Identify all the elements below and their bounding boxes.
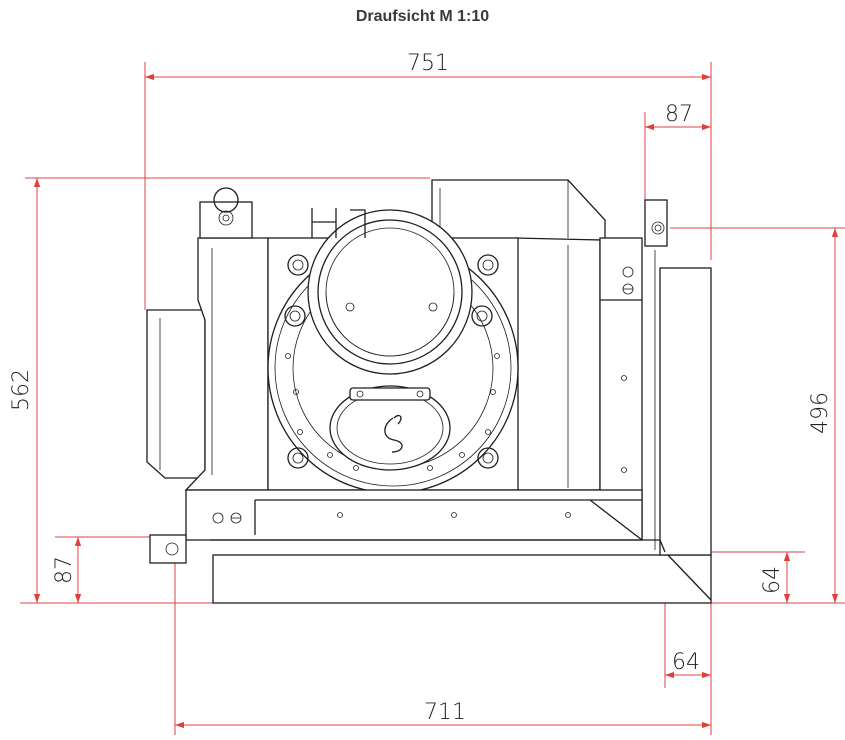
dim-total-width: 751 bbox=[407, 51, 449, 76]
dim-base-width: 711 bbox=[424, 700, 466, 725]
dim-right-bottom-offset: 64 bbox=[760, 566, 785, 594]
dim-bottom-right-offset: 64 bbox=[672, 650, 700, 675]
dim-total-depth: 562 bbox=[9, 369, 34, 411]
dimension-lines bbox=[20, 62, 845, 735]
drawing-title: Draufsicht M 1:10 bbox=[355, 8, 490, 25]
dim-left-bottom-offset: 87 bbox=[52, 556, 77, 584]
dim-right-offset-top: 87 bbox=[665, 102, 693, 127]
dim-right-depth: 496 bbox=[808, 392, 833, 434]
boiler-top-view bbox=[146, 179, 712, 604]
flange-bolts bbox=[285, 353, 500, 471]
